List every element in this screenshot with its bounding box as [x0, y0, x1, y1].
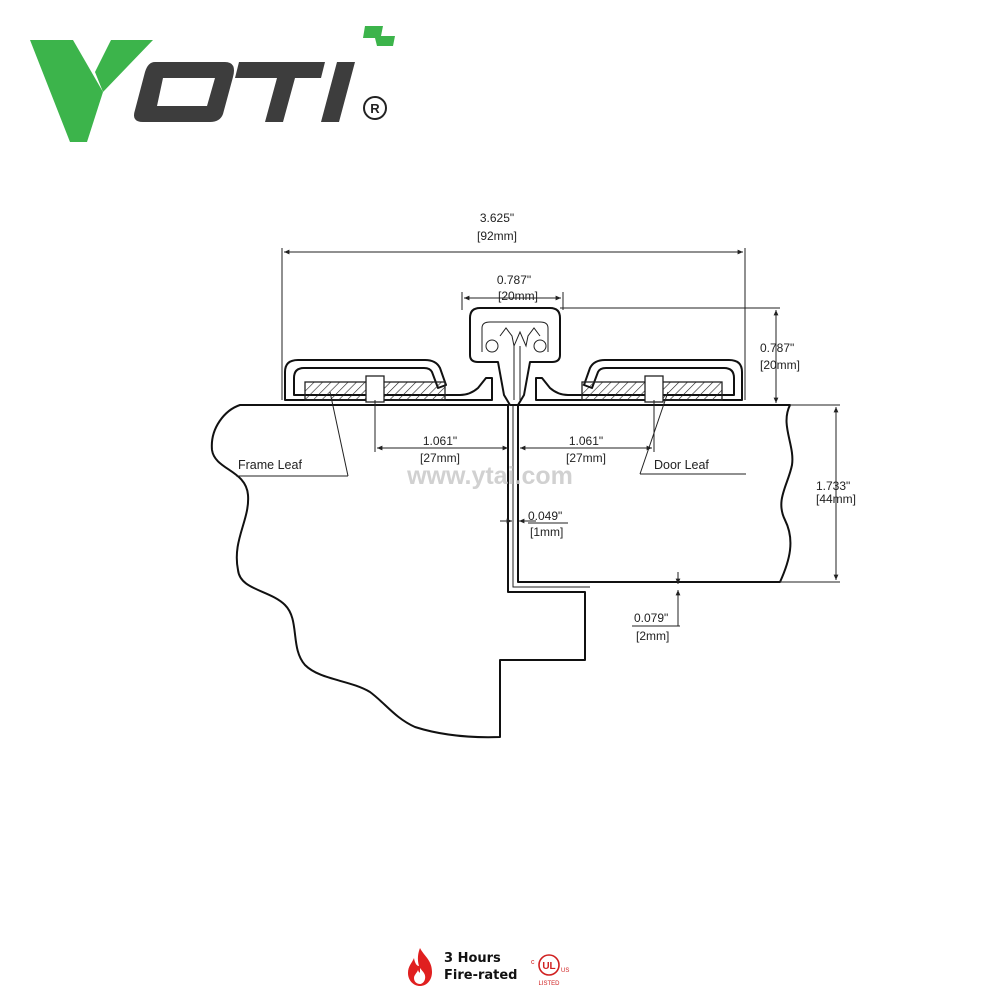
frame-wall-outline: [210, 404, 586, 739]
knuckle-width-in: 0.787": [497, 273, 531, 287]
ul-listed-text: LISTED: [538, 981, 560, 987]
door-leaf-leader: [639, 391, 669, 475]
logo-o: [134, 62, 234, 122]
logo-i: [321, 62, 355, 122]
knuckle-height-in: 0.787": [760, 341, 794, 355]
ul-us: US: [561, 968, 569, 974]
frame-leaf-screw: [365, 375, 385, 403]
gap-in: 0.049": [528, 509, 562, 523]
frame-leaf-label: Frame Leaf: [238, 458, 302, 472]
knuckle-pin-right: [533, 339, 547, 353]
door-leaf-dim-mm: [27mm]: [566, 451, 606, 465]
frame-leaf-dim-in: 1.061": [423, 434, 457, 448]
frame-leaf-dim-mm: [27mm]: [420, 451, 460, 465]
frame-leaf-cap: [284, 359, 493, 401]
ul-c: c: [531, 959, 535, 966]
fire-rating-line1: 3 Hours: [444, 951, 501, 966]
door-leaf-outline: [517, 404, 794, 583]
overall-width-mm: [92mm]: [477, 229, 517, 243]
ul-circle: [538, 954, 560, 976]
watermark: www.ytai.com: [406, 462, 573, 490]
door-leaf-screw: [644, 375, 664, 403]
frame-leaf-leader: [329, 391, 349, 477]
gap-line-inner: [512, 405, 590, 588]
knuckle-pin-left: [485, 339, 499, 353]
registered-mark-circle: [363, 96, 387, 120]
gap-mm: [1mm]: [530, 525, 563, 539]
fire-rating-line2: Fire-rated: [444, 968, 518, 983]
certification-footer: 3 Hours Fire-rated c UL US LISTED: [402, 940, 602, 990]
yoti-logo: R: [30, 26, 395, 142]
logo-y-left-arm: [30, 40, 103, 142]
overall-width-in: 3.625": [480, 211, 514, 225]
door-thickness-mm: [44mm]: [816, 492, 856, 506]
knuckle-interlock: [481, 321, 549, 400]
ul-text: UL: [542, 961, 555, 972]
knuckle-height-mm: [20mm]: [760, 358, 800, 372]
door-thickness-in: 1.733": [816, 479, 850, 493]
door-leaf-dim-in: 1.061": [569, 434, 603, 448]
registered-mark: R: [370, 101, 380, 116]
logo-y-right-arm: [95, 40, 153, 92]
clearance-mm: [2mm]: [636, 629, 669, 643]
ul-listed-mark: c UL US LISTED: [531, 954, 569, 987]
knuckle-width-mm: [20mm]: [498, 289, 538, 303]
clearance-in: 0.079": [634, 611, 668, 625]
door-leaf-label: Door Leaf: [654, 458, 709, 472]
logo-t: [235, 62, 325, 122]
logo-i-dot: [363, 26, 395, 46]
fire-rating-text: 3 Hours Fire-rated: [444, 950, 517, 984]
flame-icon: [408, 948, 432, 986]
